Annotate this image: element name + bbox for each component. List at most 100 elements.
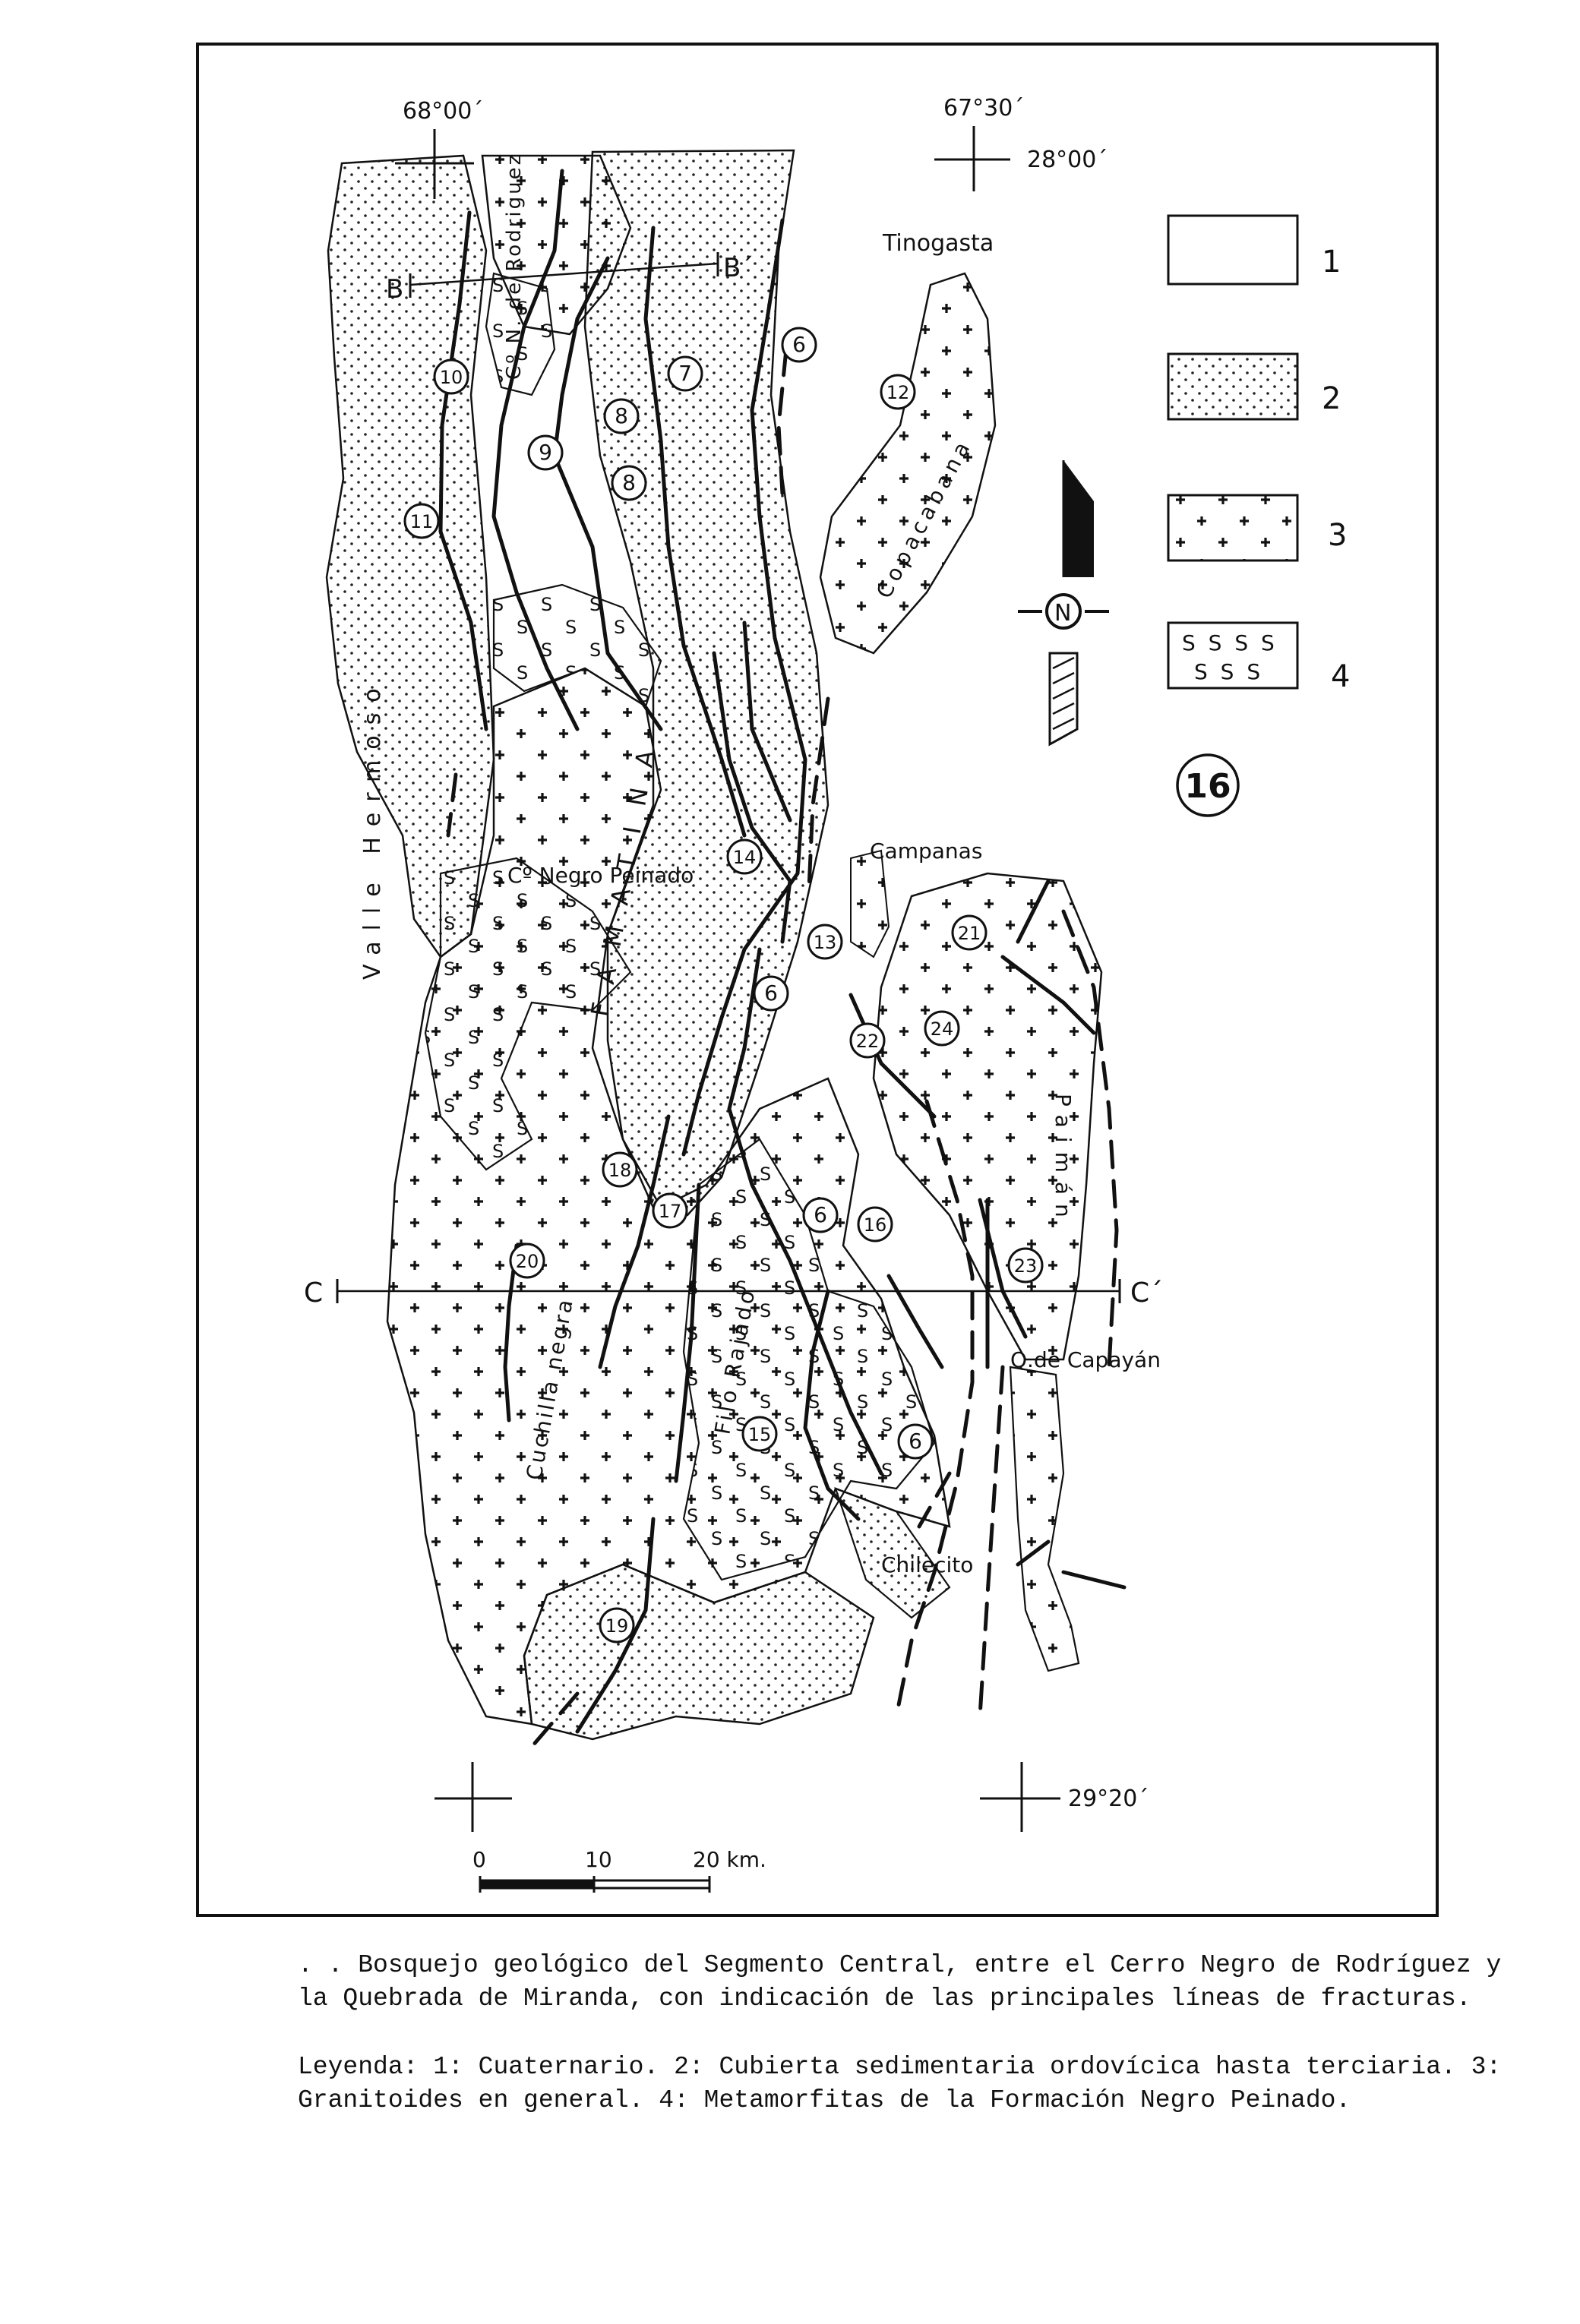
fault-number-9: 9 xyxy=(527,434,564,471)
profile-b-start-label: B xyxy=(386,274,403,305)
svg-text:20: 20 xyxy=(516,1251,539,1272)
fault-number-6: 6 xyxy=(753,975,789,1012)
lon-east-label: 67°30´ xyxy=(943,95,1024,122)
scale-tick-10: 10 xyxy=(585,1847,612,1872)
caption-legend-text: Leyenda: 1: Cuaternario. 2: Cubierta sed… xyxy=(298,2053,1502,2114)
fault-number-6: 6 xyxy=(802,1197,839,1233)
fault-number-13: 13 xyxy=(807,924,843,960)
svg-text:68°00´: 68°00´ xyxy=(403,98,483,125)
chilecito-label: Chilecito xyxy=(881,1552,973,1577)
profile-c: C C´ xyxy=(304,1277,1163,1309)
scale-bar: 0 10 20 km. xyxy=(472,1847,766,1893)
svg-text:12: 12 xyxy=(886,382,910,403)
svg-text:19: 19 xyxy=(605,1615,629,1637)
svg-text:6: 6 xyxy=(764,980,778,1006)
legend-box-4 xyxy=(1167,621,1299,690)
legend-box-2 xyxy=(1167,352,1299,421)
profile-b: B B´ xyxy=(386,252,754,305)
fault-lines xyxy=(438,169,1127,1734)
svg-text:9: 9 xyxy=(539,440,552,465)
figure-legend-caption: Leyenda: 1: Cuaternario. 2: Cubierta sed… xyxy=(298,2051,1513,2117)
svg-text:10: 10 xyxy=(440,367,463,388)
fault-number-circles: 6 6 6 6 7 8 8 9 10 11 12 13 14 15 16 17 18 19 20 21 22 23 24 xyxy=(403,327,1044,1644)
profile-b-end-label: B´ xyxy=(723,253,754,283)
svg-text:8: 8 xyxy=(615,403,628,428)
lon-west-label: 68°00´ xyxy=(403,98,483,125)
fault-number-16: 16 xyxy=(857,1206,893,1243)
legend-4-symbols-row-2: S S S xyxy=(1194,659,1263,684)
fault-number-18: 18 xyxy=(602,1151,638,1188)
graticule-marks xyxy=(395,126,1060,1832)
campanas-label: Campanas xyxy=(870,838,982,864)
figure-caption: . . Bosquejo geológico del Segmento Cent… xyxy=(298,1949,1513,2016)
profile-c-end-label: C´ xyxy=(1130,1277,1163,1309)
lat-north-label: 28°00´ xyxy=(1027,147,1108,173)
fault-number-6: 6 xyxy=(897,1423,934,1460)
unit-4-metamorphic-rodriguez xyxy=(485,272,556,396)
fault-lines-inferred xyxy=(446,347,1119,1749)
fault-number-7: 7 xyxy=(667,355,703,392)
svg-text:11: 11 xyxy=(410,511,434,532)
svg-text:28°00´: 28°00´ xyxy=(1027,147,1108,173)
svg-text:23: 23 xyxy=(1014,1255,1038,1277)
svg-text:7: 7 xyxy=(678,361,692,386)
svg-text:15: 15 xyxy=(748,1424,772,1445)
fault-number-22: 22 xyxy=(849,1022,886,1059)
legend-key-1: 1 xyxy=(1322,245,1341,279)
svg-text:6: 6 xyxy=(792,332,806,357)
scale-tick-0: 0 xyxy=(472,1847,486,1872)
fault-number-20: 20 xyxy=(509,1243,545,1279)
svg-text:22: 22 xyxy=(856,1031,880,1052)
unit-3-granite-paiman xyxy=(872,872,1103,1361)
unit-4-metamorphic-filo-rajado xyxy=(682,1138,936,1581)
fault-number-11: 11 xyxy=(403,503,440,539)
fault-number-17: 17 xyxy=(652,1192,688,1229)
svg-text:29°20´: 29°20´ xyxy=(1068,1786,1149,1812)
lat-south-label: 29°20´ xyxy=(1068,1786,1149,1812)
svg-text:16: 16 xyxy=(864,1214,887,1236)
fault-number-6: 6 xyxy=(781,327,817,363)
svg-text:67°30´: 67°30´ xyxy=(943,95,1024,122)
svg-text:16: 16 xyxy=(1184,767,1231,806)
fault-number-10: 10 xyxy=(433,358,469,395)
scale-tick-20: 20 km. xyxy=(693,1847,766,1872)
north-arrow: N xyxy=(1018,460,1109,747)
caption-main-text: . . Bosquejo geológico del Segmento Cent… xyxy=(298,1951,1502,2013)
fault-number-8: 8 xyxy=(611,465,647,501)
valle-hermoso-label: Valle Hermoso xyxy=(359,677,386,980)
tinogasta-label: Tinogasta xyxy=(882,230,994,257)
legend-box-3 xyxy=(1167,494,1299,562)
svg-text:6: 6 xyxy=(908,1429,922,1454)
svg-text:13: 13 xyxy=(814,932,837,953)
svg-text:8: 8 xyxy=(622,470,636,495)
legend: 1 2 3 S S S S S S S 4 xyxy=(1167,214,1350,694)
north-arrow-label: N xyxy=(1054,600,1071,627)
legend-box-1 xyxy=(1167,214,1299,286)
svg-text:24: 24 xyxy=(931,1018,954,1040)
quebrada-capayan-label: Q.de Capayán xyxy=(1010,1347,1161,1372)
svg-text:6: 6 xyxy=(814,1202,827,1227)
fault-number-14: 14 xyxy=(726,838,763,875)
svg-text:17: 17 xyxy=(659,1201,682,1222)
unit-4-metamorphic-negro-peinado xyxy=(424,857,632,1171)
unit-3-granite-copacabana xyxy=(819,272,997,655)
fault-number-19: 19 xyxy=(599,1607,635,1644)
unit-3-granite-capayan-south xyxy=(850,849,1080,1672)
unit-2-sediment-south xyxy=(523,1487,951,1741)
fault-number-21: 21 xyxy=(951,914,988,951)
legend-4-symbols-row-1: S S S S xyxy=(1182,630,1278,655)
fault-number-15: 15 xyxy=(741,1416,778,1452)
figure-number: 16 xyxy=(1176,753,1240,817)
profile-c-start-label: C xyxy=(304,1277,323,1309)
fault-number-23: 23 xyxy=(1007,1247,1044,1284)
svg-text:21: 21 xyxy=(958,923,981,944)
fault-number-12: 12 xyxy=(880,374,916,410)
svg-text:14: 14 xyxy=(733,847,757,868)
legend-key-4: 4 xyxy=(1331,659,1350,694)
cerro-rodriguez-label: Cº N. de Rodriguez xyxy=(503,153,526,380)
svg-text:18: 18 xyxy=(608,1160,632,1181)
negro-peinado-label: Cº Negro Peinado xyxy=(507,863,694,888)
fault-number-8: 8 xyxy=(603,398,640,434)
legend-key-2: 2 xyxy=(1322,381,1341,416)
